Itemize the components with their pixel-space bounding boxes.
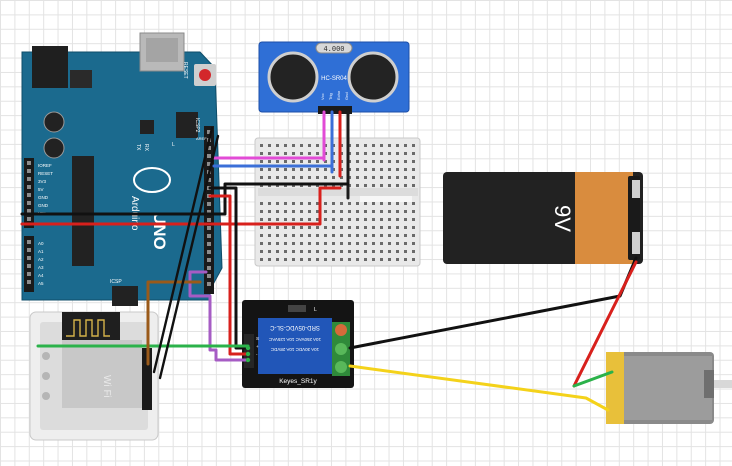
battery-terminal-top bbox=[632, 180, 640, 198]
battery-9v: 9V bbox=[443, 172, 643, 264]
wire-battery-neg bbox=[348, 256, 638, 350]
analog-pin-label: A5 bbox=[38, 281, 44, 286]
sensor-pin-label: Trig bbox=[328, 93, 333, 100]
reset-label: RESET bbox=[182, 62, 188, 79]
rx-label: RX bbox=[143, 144, 149, 152]
relay-pin-label: - bbox=[256, 352, 258, 357]
sensor-label: HC-SR04 bbox=[321, 76, 347, 82]
motor-shaft bbox=[714, 380, 732, 388]
relay-text-3: 10A 30VDC 10A 28VDC bbox=[270, 347, 319, 352]
icsp-header bbox=[112, 286, 138, 306]
analog-pin-label: A4 bbox=[38, 273, 44, 278]
relay-box bbox=[258, 318, 332, 374]
power-pin-label: 5V bbox=[38, 187, 44, 192]
icsp-label: ICSP bbox=[110, 279, 122, 285]
battery-orange-band bbox=[575, 172, 633, 264]
dc-motor bbox=[606, 352, 732, 424]
relay-text-2: 10A 250VAC 10A 125VAC bbox=[268, 337, 321, 342]
power-pin-label: IOREF bbox=[38, 163, 52, 168]
microcontroller-chip bbox=[72, 156, 94, 266]
tx-label: TX bbox=[135, 144, 141, 151]
relay-pin-label: S bbox=[256, 336, 259, 341]
breadboard bbox=[254, 137, 421, 267]
motor-endcap bbox=[606, 352, 624, 424]
arduino-logo bbox=[133, 167, 171, 193]
wire-motor-green bbox=[572, 370, 614, 388]
wifi-module: Wi Fi bbox=[29, 311, 159, 441]
relay-text-1: SRD-05VDC-SL-C bbox=[270, 324, 320, 330]
analog-pin-label: A0 bbox=[38, 241, 44, 246]
transducer-left-icon bbox=[267, 51, 319, 103]
sensor-pin-label: Gnd bbox=[344, 92, 349, 100]
analog-pin-label: A1 bbox=[38, 249, 44, 254]
wire-red-5v bbox=[20, 186, 342, 226]
analog-pin-label: A2 bbox=[38, 257, 44, 262]
crystal-text: 4.000 bbox=[323, 45, 344, 53]
icsp2-label: ICSP2 bbox=[194, 118, 200, 133]
arduino-uno-board: RESET Arduino UNO TX RX L ICSP2 ICSP ARE… bbox=[21, 32, 223, 306]
wifi-label: Wi Fi bbox=[101, 375, 112, 398]
power-pin-label: 3V3 bbox=[38, 179, 47, 184]
wire-relay-gnd bbox=[208, 186, 250, 350]
relay-led-label: L bbox=[314, 307, 317, 313]
wire-black-wifi-2 bbox=[158, 134, 220, 380]
transducer-right-icon bbox=[347, 51, 399, 103]
dc-jack-icon bbox=[32, 46, 68, 88]
sensor-pin-label: Echo bbox=[336, 90, 341, 100]
relay-pin-label: + bbox=[256, 344, 259, 349]
power-pin-label: GND bbox=[38, 203, 49, 208]
aref-label: AREF bbox=[196, 136, 207, 141]
relay-module: SRD-05VDC-SL-C 10A 250VAC 10A 125VAC 10A… bbox=[242, 300, 354, 388]
power-pin-label: RESET bbox=[38, 171, 53, 176]
analog-pin-label: A3 bbox=[38, 265, 44, 270]
wire-black-gnd bbox=[20, 182, 350, 216]
wire-motor-yellow bbox=[348, 364, 610, 412]
battery-label: 9V bbox=[550, 205, 575, 232]
wires bbox=[20, 110, 638, 412]
l-label: L bbox=[172, 142, 175, 148]
wire-battery-pos bbox=[572, 260, 638, 388]
power-pin-label: GND bbox=[38, 195, 49, 200]
wire-relay-vcc bbox=[208, 194, 250, 356]
relay-module-label: Keyes_SR1y bbox=[279, 378, 317, 385]
arduino-model: UNO bbox=[150, 212, 169, 250]
wire-relay-signal bbox=[188, 270, 250, 362]
battery-terminal-bottom bbox=[632, 232, 640, 254]
wire-black-wifi bbox=[152, 126, 214, 374]
sensor-pin-label: Vcc bbox=[320, 93, 325, 100]
